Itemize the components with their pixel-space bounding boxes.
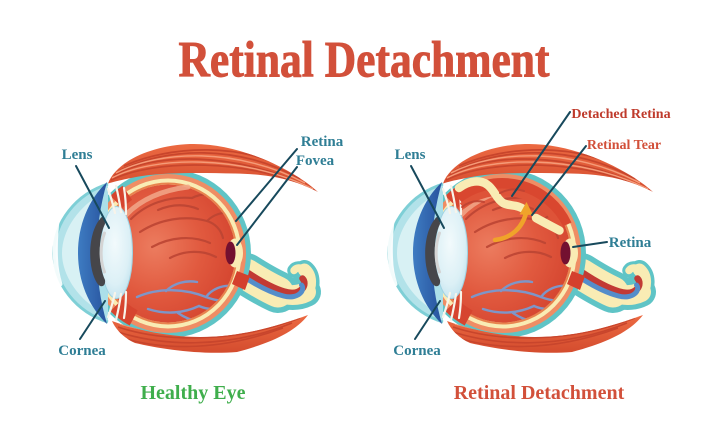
svg-text:Retina: Retina: [301, 134, 344, 150]
svg-text:Healthy Eye: Healthy Eye: [141, 382, 246, 404]
svg-text:Retinal Detachment: Retinal Detachment: [454, 382, 625, 404]
svg-text:Cornea: Cornea: [58, 343, 106, 359]
svg-text:Retinal Tear: Retinal Tear: [587, 138, 661, 153]
svg-text:Lens: Lens: [62, 147, 93, 163]
svg-text:Lens: Lens: [395, 147, 426, 163]
svg-text:Fovea: Fovea: [296, 153, 335, 169]
svg-text:Retinal Detachment: Retinal Detachment: [179, 33, 550, 89]
svg-text:Detached Retina: Detached Retina: [571, 107, 670, 122]
svg-text:Cornea: Cornea: [393, 343, 441, 359]
svg-text:Retina: Retina: [609, 235, 652, 251]
